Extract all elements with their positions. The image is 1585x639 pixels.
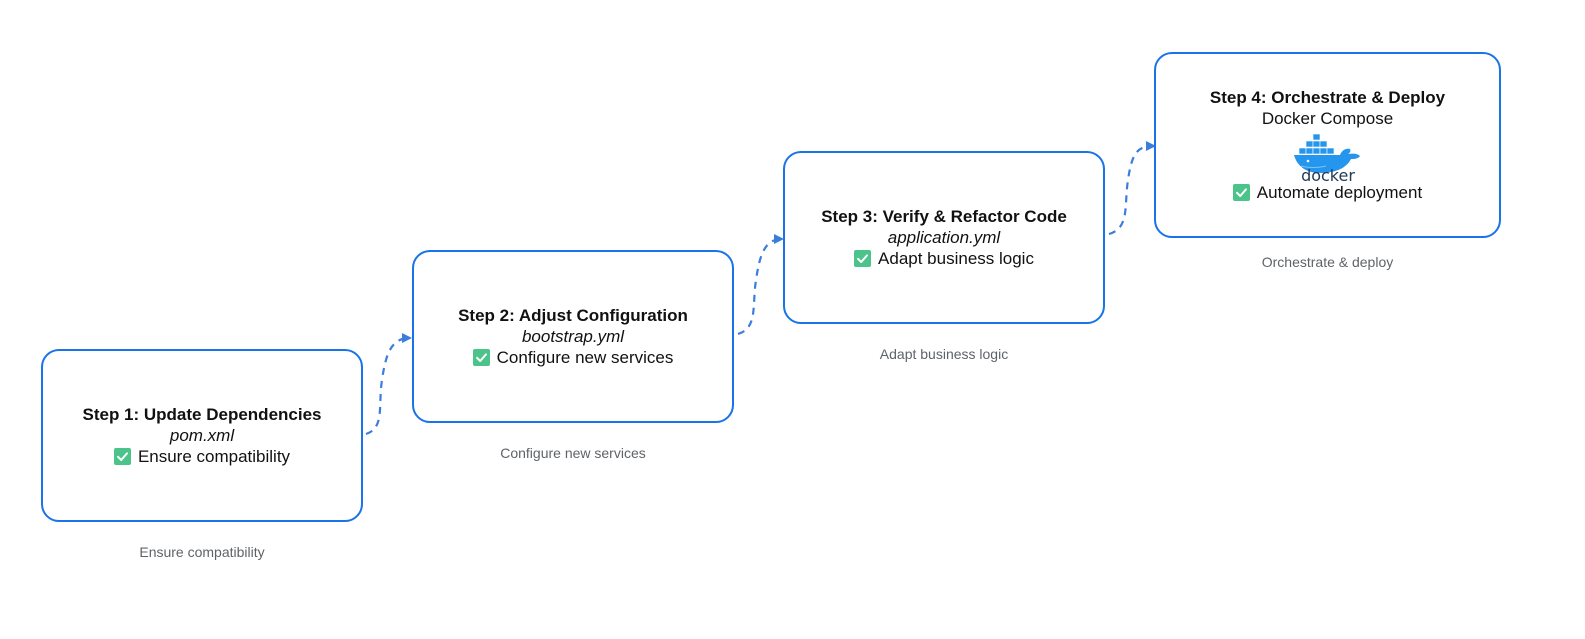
step-1-caption: Ensure compatibility [139,544,265,560]
step-4-subtitle: Docker Compose [1261,109,1394,128]
connector-3-to-4 [1108,141,1156,236]
step-4-task: Automate deployment [1232,182,1423,203]
step-3-task: Adapt business logic [854,248,1034,269]
step-1-title: Step 1: Update Dependencies [82,405,322,424]
check-box-icon [854,250,872,267]
step-2-task-label: Configure new services [496,348,674,367]
step-2-caption: Configure new services [500,445,646,461]
svg-text:docker: docker [1301,166,1355,182]
step-4-box[interactable]: Step 4: Orchestrate & Deploy Docker Comp… [1154,52,1501,238]
step-1-box[interactable]: Step 1: Update Dependencies pom.xml Ensu… [41,349,363,522]
step-2-task: Configure new services [472,347,674,368]
step-2-box[interactable]: Step 2: Adjust Configuration bootstrap.y… [412,250,734,423]
step-3-task-label: Adapt business logic [878,249,1034,268]
check-box-icon [1232,184,1250,201]
step-2-file: bootstrap.yml [521,327,625,346]
step-4-task-label: Automate deployment [1256,183,1423,202]
step-1-task: Ensure compatibility [113,446,291,467]
step-4-title: Step 4: Orchestrate & Deploy [1209,88,1446,107]
docker-whale-icon: docker [1288,130,1368,185]
step-4-caption: Orchestrate & deploy [1261,254,1394,270]
step-1-file: pom.xml [169,426,235,445]
step-1-task-label: Ensure compatibility [137,447,291,466]
check-box-icon [113,448,131,465]
step-3-box[interactable]: Step 3: Verify & Refactor Code applicati… [783,151,1105,324]
connector-1-to-2 [365,333,412,436]
step-3-title: Step 3: Verify & Refactor Code [821,207,1067,226]
check-box-icon [472,349,490,366]
connector-2-to-3 [737,234,784,336]
step-3-caption: Adapt business logic [879,346,1009,362]
step-2-title: Step 2: Adjust Configuration [458,306,688,325]
step-3-file: application.yml [887,228,1001,247]
